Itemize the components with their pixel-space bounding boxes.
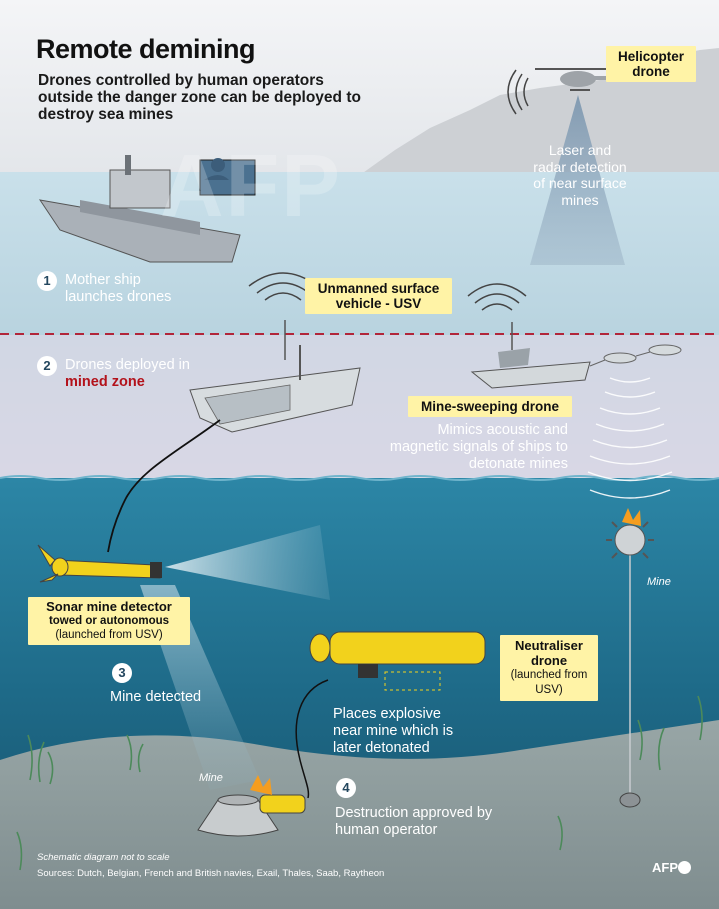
floating-mine	[606, 508, 654, 808]
usv-vessel	[189, 320, 361, 433]
scale-note: Schematic diagram not to scale	[37, 852, 170, 863]
mined-zone-highlight: mined zone	[65, 374, 145, 390]
sonar-sublabel: towed or autonomous	[48, 615, 170, 627]
watermark: AFP	[160, 136, 342, 235]
sonar-label-box: Sonar mine detector towed or autonomous …	[28, 597, 190, 645]
neutraliser-description: Places explosive near mine which is late…	[333, 706, 454, 756]
neutraliser-note: (launched from USV)	[510, 669, 588, 696]
tow-cable	[107, 419, 221, 553]
step-3-badge: 3	[112, 663, 132, 683]
water-line	[0, 475, 719, 481]
step-1-badge: 1	[37, 271, 57, 291]
step-2-text-main: Drones deployed in	[65, 357, 190, 373]
mother-ship	[38, 155, 256, 263]
usv-label: Unmanned surface vehicle - USV	[305, 278, 452, 314]
step-2-badge: 2	[37, 356, 57, 376]
seaweed-left	[16, 695, 703, 871]
acoustic-waves	[587, 377, 673, 499]
neutraliser-drone	[309, 631, 486, 691]
neutraliser-label-box: Neutraliser drone (launched from USV)	[500, 635, 598, 701]
afp-logo-dot	[678, 861, 691, 874]
fog-band	[0, 335, 719, 480]
mine-sweeping-description: Mimics acoustic and magnetic signals of …	[389, 422, 568, 472]
step-4-badge: 4	[336, 778, 356, 798]
step-2-text: Drones deployed in mined zone	[65, 357, 195, 391]
mine-sweeping-drone	[470, 322, 682, 389]
helicopter-description: Laser and radar detection of near surfac…	[533, 142, 627, 208]
seabed-mine-label: Mine	[199, 772, 223, 784]
neutraliser-cable	[295, 679, 329, 799]
afp-logo: AFP	[652, 860, 678, 875]
seabed-mine	[197, 775, 306, 837]
sonar-mine-detector	[37, 544, 162, 583]
step-3-text: Mine detected	[110, 689, 202, 705]
helicopter-drone-label: Helicopter drone	[606, 46, 696, 82]
step-4-text: Destruction approved by human operator	[335, 805, 493, 838]
page-subtitle: Drones controlled by human operators out…	[38, 72, 361, 123]
sonar-beam-forward	[165, 525, 330, 600]
neutraliser-label: Neutraliser drone	[515, 638, 583, 668]
mine-sweeping-drone-label: Mine-sweeping drone	[408, 396, 572, 417]
sonar-label: Sonar mine detector	[46, 599, 172, 614]
seabed	[0, 720, 719, 909]
signal-icon-helicopter	[507, 69, 529, 115]
page-title: Remote demining	[36, 34, 256, 64]
laser-radar-beam	[530, 95, 625, 265]
floating-mine-label: Mine	[647, 576, 671, 588]
signal-icon-sweeper	[467, 283, 527, 311]
step-1-text: Mother ship launches drones	[65, 272, 172, 305]
helicopter-drone	[535, 68, 625, 91]
sonar-note: (launched from USV)	[55, 629, 163, 641]
sources: Sources: Dutch, Belgian, French and Brit…	[37, 868, 385, 879]
